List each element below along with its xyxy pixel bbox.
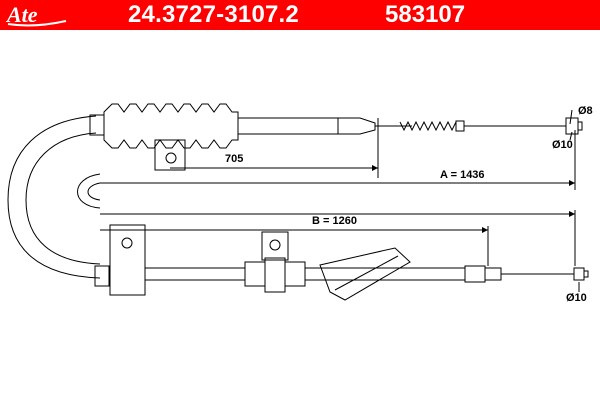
lower-shield — [319, 247, 411, 301]
upper-spring — [399, 120, 457, 132]
upper-end-fitting — [565, 117, 579, 135]
cable-inner-loop — [25, 132, 101, 265]
lower-clip — [261, 231, 289, 261]
brand-logo-text: Ate — [5, 3, 38, 27]
upper-sleeve-end — [89, 114, 105, 136]
diameter-8-label: Ø8 — [578, 105, 593, 117]
header-bar: Ate 24.3727-3107.2 583107 — [0, 0, 600, 30]
upper-mount-block — [154, 139, 186, 171]
upper-ferrule — [338, 117, 376, 135]
lower-end-fitting — [573, 267, 585, 281]
lower-ferrule — [464, 265, 486, 283]
lower-mount-block — [109, 224, 146, 296]
cable-outer-loop — [7, 115, 101, 279]
cable-mid-loop-upper — [77, 173, 101, 209]
upper-tube — [237, 117, 339, 135]
upper-boot — [103, 103, 239, 149]
cable-mid-loop-lower — [87, 182, 101, 201]
lower-clip-hole — [269, 239, 281, 251]
dimension-705-label: 705 — [225, 153, 243, 165]
diameter-10-top-leader — [569, 131, 573, 141]
brand-logo: Ate — [5, 3, 67, 27]
lower-tube — [304, 267, 466, 281]
reference-number: 583107 — [385, 1, 466, 28]
diameter-10-top-label: Ø10 — [552, 139, 573, 151]
dimension-b-label: B = 1260 — [312, 215, 357, 227]
part-number: 24.3727-3107.2 — [128, 1, 299, 28]
lower-sleeve-end — [94, 265, 110, 287]
diameter-10-bottom-label: Ø10 — [566, 292, 587, 304]
diameter-8-leader — [569, 109, 573, 125]
lower-conduit — [144, 267, 246, 281]
lower-mount-hole — [121, 237, 133, 249]
dimension-a-label: A = 1436 — [440, 169, 485, 181]
upper-mount-hole — [165, 152, 177, 164]
lower-grommet-left — [244, 261, 266, 287]
lower-grommet-right — [284, 261, 306, 287]
upper-crimp — [455, 120, 465, 132]
